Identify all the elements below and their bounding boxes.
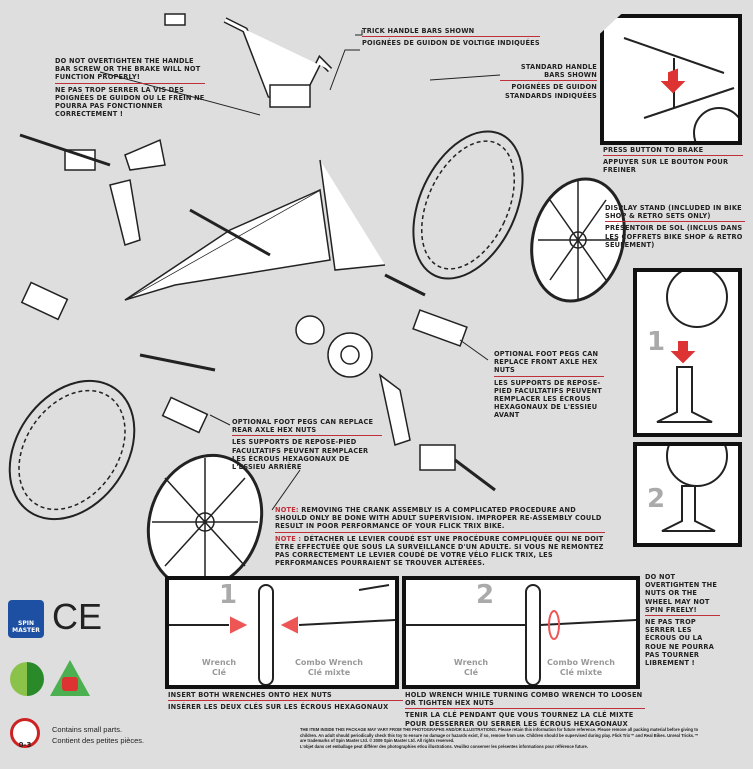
nuts-fr: NE PAS trop serrer les écrous ou la roue… (645, 618, 715, 668)
rear-tire (8, 379, 136, 521)
stand-en: Display Stand (included in Bike Shop & R… (605, 204, 745, 223)
crank-note: NOTE: Removing the crank assembly is a c… (275, 506, 605, 567)
combo-wrench-label: Combo Wrench (295, 658, 363, 667)
stand-step-number: 2 (647, 484, 666, 514)
overtighten-en: Do NOT overtighten the handle bar screw … (55, 57, 205, 84)
rear-pegs-fr: Les supports de repose-pied facultatifs … (232, 438, 369, 472)
nuts-warning: Do NOT overtighten the nuts or the wheel… (645, 573, 720, 667)
combo-wrench-label: Combo Wrench (547, 658, 615, 667)
brake-note: Press button to brake Appuyer sur le bou… (603, 146, 743, 175)
brake-illustration (623, 37, 738, 141)
spin-master-logo: SPIN MASTER (8, 600, 44, 638)
age-text: 0-3 (18, 741, 32, 749)
combo-wrench-illustration (406, 584, 636, 685)
display-stand-note: Display Stand (included in Bike Shop & R… (605, 204, 745, 249)
rear-pegs-en: Optional foot pegs can replace rear axle… (232, 418, 382, 437)
wrench-label-fr: Clé (211, 668, 227, 677)
legal-en: THE ITEM INSIDE THIS PACKAGE MAY VARY FR… (300, 727, 699, 744)
stand-mounted-illustration (661, 446, 728, 532)
hold-en: Hold wrench while turning combo wrench t… (405, 691, 645, 710)
trick-handlebars-note: Trick handle bars shown Poignées de guid… (362, 27, 540, 47)
wrench-label-fr: Clé (463, 668, 479, 677)
green-dot-logo (10, 662, 44, 696)
lion-icon (62, 677, 78, 691)
front-wheel (530, 177, 626, 303)
insert-note: Insert both wrenches onto hex nuts Insér… (168, 691, 403, 711)
wrench-illustration (169, 584, 395, 685)
front-tire (412, 130, 524, 280)
stand-step-number: 1 (647, 327, 666, 357)
age-warning-icon: 0-3 (10, 718, 40, 749)
frame (19, 13, 496, 492)
step-number: 2 (476, 580, 495, 610)
front-pegs-note: Optional foot pegs can replace front axl… (494, 350, 604, 420)
wrench-label: Wrench (453, 658, 489, 667)
brake-en: Press button to brake (603, 146, 743, 157)
standard-en: Standard handle bars shown (500, 63, 597, 82)
standard-fr: Poignées de guidon standards indiquées (505, 83, 597, 100)
hold-fr: Tenir la clé pendant que vous tournez la… (405, 711, 634, 728)
note-label-fr: NOTE : (275, 534, 302, 543)
overtighten-fr: NE PAS trop serrer la vis des poignées d… (55, 85, 205, 119)
standard-handlebars-note: Standard handle bars shown Poignées de g… (500, 63, 597, 100)
warning-fr: Contient des petites pièces. (52, 736, 145, 745)
note-label: NOTE: (275, 506, 299, 514)
nuts-en: Do NOT overtighten the nuts or the wheel… (645, 573, 720, 617)
combo-wrench-label-fr: Clé mixte (559, 668, 603, 677)
note-fr: Détacher le levier coudé est une procédu… (275, 534, 604, 568)
brake-fr: Appuyer sur le bouton pour freiner (603, 158, 729, 175)
legal-text: THE ITEM INSIDE THIS PACKAGE MAY VARY FR… (300, 727, 705, 749)
legal-fr: L'objet dans cet emballage peut différer… (300, 743, 588, 749)
stand-step-2-panel: 2 (633, 442, 742, 547)
front-pegs-en: Optional foot pegs can replace front axl… (494, 350, 604, 377)
hold-note: Hold wrench while turning combo wrench t… (405, 691, 645, 728)
stand-step-1-panel: 1 (633, 268, 742, 437)
insert-fr: Insérer les deux clés sur les écrous hex… (168, 703, 389, 712)
handlebar-screw-warning: Do NOT overtighten the handle bar screw … (55, 57, 205, 118)
stand-fr: Présentoir de sol (inclus dans les coffr… (605, 224, 743, 249)
wrench-label: Wrench (201, 658, 237, 667)
rear-pegs-note: Optional foot pegs can replace rear axle… (232, 418, 382, 471)
front-pegs-fr: Les supports de repose-pied facultatifs … (494, 378, 602, 420)
stand-illustration (656, 272, 728, 423)
step-number: 1 (219, 580, 238, 610)
small-parts-warning: Contains small parts. Contient des petit… (52, 724, 144, 746)
trick-en: Trick handle bars shown (362, 27, 540, 38)
note-en: Removing the crank assembly is a complic… (275, 506, 602, 531)
brake-inset-panel (600, 14, 742, 145)
warning-en: Contains small parts. (52, 725, 123, 734)
brand-text: SPIN MASTER (12, 620, 40, 634)
insert-en: Insert both wrenches onto hex nuts (168, 691, 403, 702)
ce-mark: CE (52, 596, 103, 637)
trick-fr: Poignées de guidon de voltige indiquées (362, 39, 540, 48)
combo-wrench-label-fr: Clé mixte (307, 668, 351, 677)
